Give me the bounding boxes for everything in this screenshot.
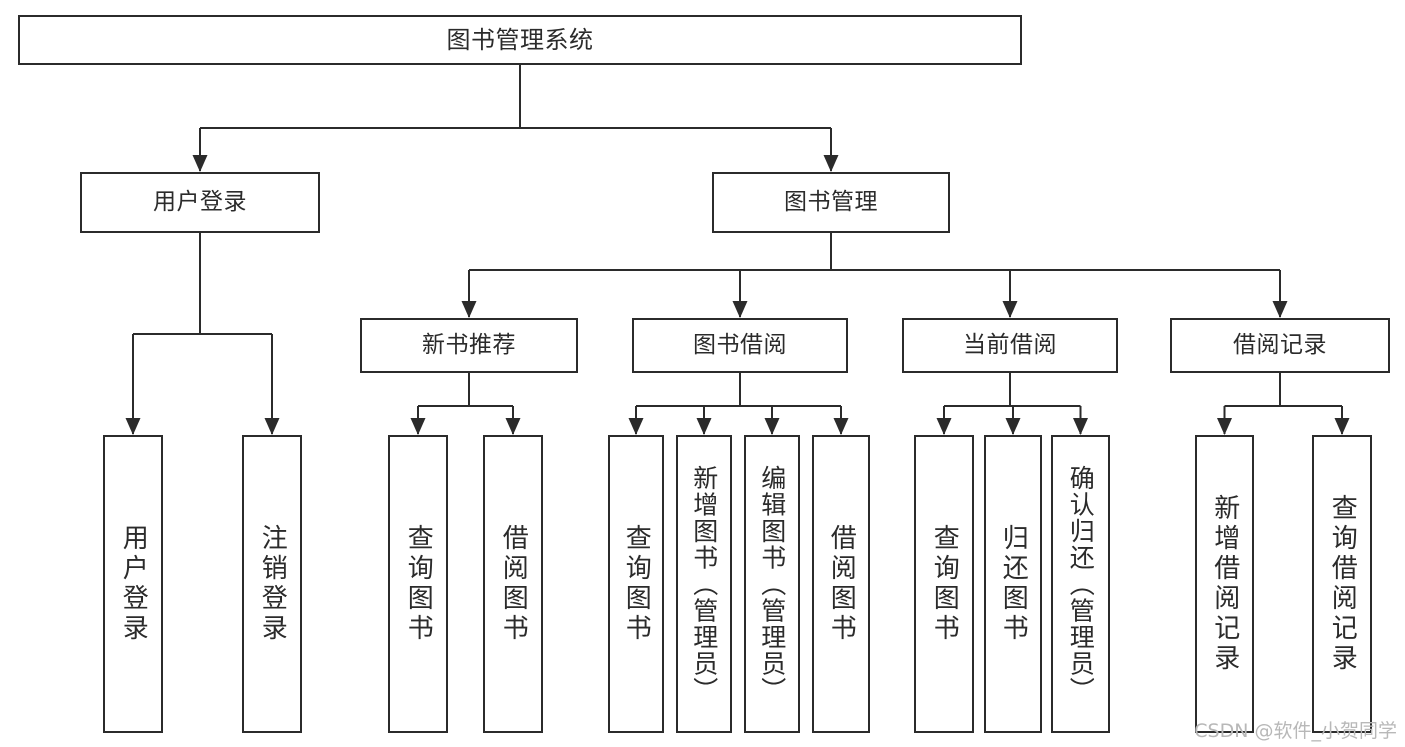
arrow-head-icon — [264, 418, 280, 435]
node-label: 新书推荐 — [422, 331, 516, 358]
node-cu-return[interactable]: 归还图书 — [984, 435, 1042, 733]
node-label: 新增图书（管理员） — [689, 464, 719, 704]
arrow-head-icon — [628, 418, 644, 435]
node-label: 用户登录 — [118, 524, 149, 644]
node-login[interactable]: 用户登录 — [80, 172, 320, 233]
node-bo-edit[interactable]: 编辑图书（管理员） — [744, 435, 800, 733]
node-label: 图书管理系统 — [446, 25, 594, 54]
node-label: 用户登录 — [153, 188, 247, 215]
node-logout[interactable]: 注销登录 — [242, 435, 302, 733]
node-newbook[interactable]: 新书推荐 — [360, 318, 578, 373]
node-label: 图书管理 — [784, 188, 878, 215]
node-label: 查询借阅记录 — [1327, 494, 1358, 674]
arrow-head-icon — [764, 418, 780, 435]
arrow-head-icon — [696, 418, 712, 435]
node-nb-borrow[interactable]: 借阅图书 — [483, 435, 543, 733]
node-label: 借阅图书 — [498, 524, 529, 644]
arrow-head-icon — [1005, 418, 1021, 435]
node-bo-borrow[interactable]: 借阅图书 — [812, 435, 870, 733]
arrow-head-icon — [505, 418, 521, 435]
node-borrow[interactable]: 图书借阅 — [632, 318, 848, 373]
node-label: 当前借阅 — [963, 331, 1057, 358]
node-userlogin[interactable]: 用户登录 — [103, 435, 163, 733]
node-re-add[interactable]: 新增借阅记录 — [1195, 435, 1254, 733]
node-bookmgmt[interactable]: 图书管理 — [712, 172, 950, 233]
node-records[interactable]: 借阅记录 — [1170, 318, 1390, 373]
node-label: 编辑图书（管理员） — [757, 464, 787, 704]
arrow-head-icon — [1272, 301, 1288, 318]
node-nb-query[interactable]: 查询图书 — [388, 435, 448, 733]
node-label: 借阅记录 — [1233, 331, 1327, 358]
arrow-head-icon — [823, 155, 839, 172]
node-label: 新增借阅记录 — [1209, 494, 1240, 674]
arrow-head-icon — [192, 155, 208, 172]
arrow-head-icon — [833, 418, 849, 435]
arrow-head-icon — [125, 418, 141, 435]
node-bo-add[interactable]: 新增图书（管理员） — [676, 435, 732, 733]
node-label: 查询图书 — [403, 524, 434, 644]
node-label: 查询图书 — [621, 524, 652, 644]
node-cu-confirm[interactable]: 确认归还（管理员） — [1051, 435, 1110, 733]
arrow-head-icon — [1073, 418, 1088, 435]
node-label: 图书借阅 — [693, 331, 787, 358]
node-bo-query[interactable]: 查询图书 — [608, 435, 664, 733]
node-label: 查询图书 — [929, 524, 960, 644]
node-re-query[interactable]: 查询借阅记录 — [1312, 435, 1372, 733]
node-root[interactable]: 图书管理系统 — [18, 15, 1022, 65]
node-label: 注销登录 — [257, 524, 288, 644]
arrow-head-icon — [1334, 418, 1350, 435]
arrow-head-icon — [410, 418, 426, 435]
arrow-head-icon — [732, 301, 748, 318]
arrow-head-icon — [1002, 301, 1018, 318]
node-cu-query[interactable]: 查询图书 — [914, 435, 974, 733]
arrow-head-icon — [1217, 418, 1232, 435]
node-label: 归还图书 — [998, 524, 1029, 644]
node-label: 借阅图书 — [826, 524, 857, 644]
arrow-head-icon — [936, 418, 952, 435]
watermark-text: CSDN @软件_小贺同学 — [1194, 720, 1397, 742]
node-label: 确认归还（管理员） — [1066, 464, 1096, 704]
node-current[interactable]: 当前借阅 — [902, 318, 1118, 373]
arrow-head-icon — [461, 301, 477, 318]
